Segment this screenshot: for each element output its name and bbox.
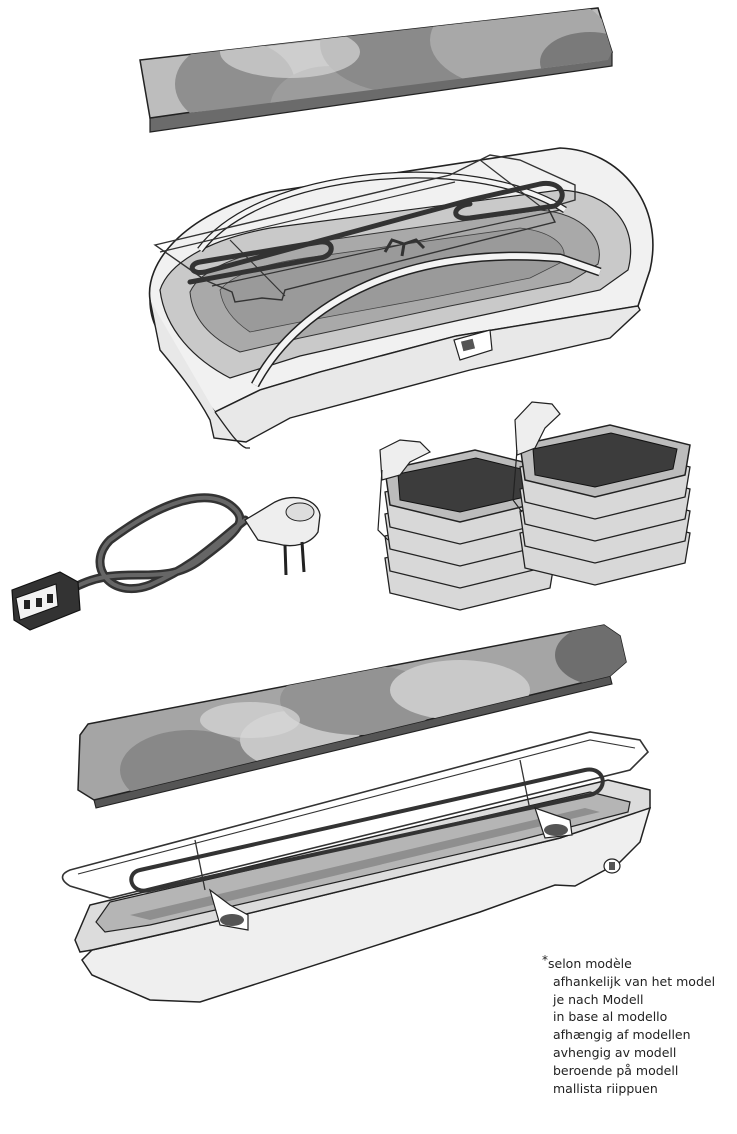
footnote-line-fr: selon modèle [548,956,632,971]
footnote-line-de: je nach Modell [553,991,644,1007]
footnote-model-dependent: * selon modèle afhankelijk van het model… [542,953,716,1097]
bottom-grill-plate [77,624,627,809]
footnote-line-it: in base al modello [553,1009,668,1025]
footnote-line-sv: beroende på modell [553,1062,679,1078]
raclette-pans-right-stack [512,401,691,586]
footnote-line-fi: mallista riippuen [553,1080,658,1096]
power-cord [11,493,321,631]
footnote-line-da: afhængig af modellen [553,1027,691,1043]
footnote-line-no: avhengig av modell [553,1044,677,1060]
top-grill-plate [139,7,613,133]
raclette-appliance-bottom [61,731,652,1003]
footnote-line-nl: afhankelijk van het model [553,973,716,989]
footnote-asterisk: * [542,953,548,967]
raclette-appliance-top [148,147,654,449]
raclette-pans-left-stack [377,439,556,611]
